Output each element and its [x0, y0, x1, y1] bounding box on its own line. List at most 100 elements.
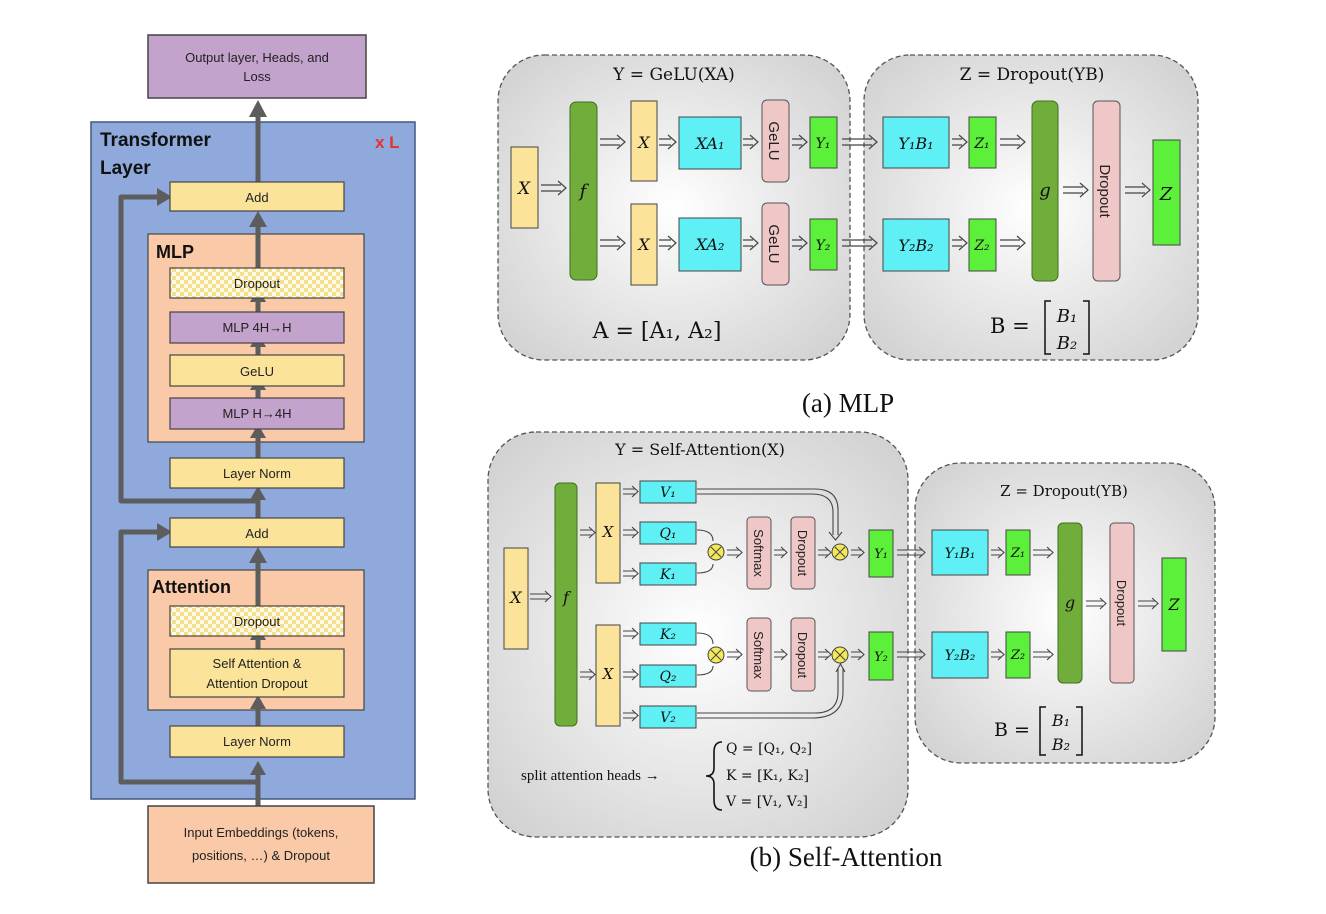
transformer-layer-title-line1: Transformer [100, 130, 211, 151]
attn-b-bracket-right [1076, 706, 1083, 756]
attn-y1-label: Y₁ [874, 547, 888, 562]
attn-y2 [868, 631, 894, 681]
gelu-box [169, 354, 345, 387]
attn-q2 [639, 664, 697, 688]
mlp-y1b1 [882, 116, 950, 169]
attn-multiply-v1 [831, 543, 849, 561]
attn-k2 [639, 622, 697, 646]
mlp-4h-h-box [169, 311, 345, 344]
arrowhead-add-bottom [249, 547, 267, 563]
mlp-block-title: MLP [156, 242, 194, 262]
layer-norm-top-box [169, 457, 345, 489]
mlp-dropout [1092, 100, 1121, 282]
attn-v2-route-head [835, 662, 846, 673]
attn-y1b1 [931, 529, 989, 576]
attn-v1-route-head [828, 531, 843, 541]
add-top-label: Add [245, 190, 268, 205]
mlp-y1 [809, 116, 838, 169]
mlp-b2: B₂ [1056, 333, 1077, 354]
attn-arrow-x1-q1 [623, 526, 639, 539]
attn-z2-label: Z₂ [1010, 648, 1025, 663]
mlp-x-input-label: X [516, 179, 531, 199]
attn-v2-label: V₂ [660, 710, 676, 726]
attn-y2b2 [931, 631, 989, 679]
mlp-arrow-gelu-y2 [792, 235, 808, 251]
mlp-arrow-x-f [541, 180, 567, 196]
mlp-z-output [1152, 139, 1181, 246]
transformer-layer-diagram: Output layer, Heads, and Loss Transforme… [90, 34, 416, 884]
attn-v2 [639, 705, 697, 729]
attn-softmax-2 [746, 617, 772, 692]
attn-x-input-label: X [508, 588, 522, 607]
attn-arrow-dropout-mul1 [818, 546, 832, 559]
attn-multiply-qk2 [707, 646, 725, 664]
attn-arrow-z2-g [1033, 648, 1054, 661]
attn-x-input [503, 547, 529, 650]
attn-f-label: f [562, 588, 572, 607]
attn-softmax-1 [746, 516, 772, 590]
attn-arrow-softmax-dropout2 [774, 648, 788, 661]
mlp-b-bracket-right [1083, 300, 1090, 355]
mlp-dropout-label: Dropout [234, 276, 281, 291]
attn-dropout-final-label: Dropout [1114, 580, 1129, 627]
output-layer-box [147, 34, 367, 99]
mlp-caption: (a) MLP [802, 388, 894, 418]
mlp-arrow-xa2-gelu [743, 235, 759, 251]
attn-dropout-1 [790, 516, 816, 590]
mlp-dropout-box [169, 267, 345, 299]
attn-arrow-f-x2 [580, 668, 596, 681]
attn-g-operator [1057, 522, 1083, 684]
self-attention-box [169, 648, 345, 698]
mlp-g-operator [1031, 100, 1059, 282]
mlp-y1-label: Y₁ [816, 136, 831, 152]
arrowhead-skip-bottom [157, 523, 172, 541]
attn-k1-label: K₁ [659, 567, 676, 583]
layer-norm-bottom-label: Layer Norm [223, 734, 291, 749]
mlp-f-operator [569, 101, 598, 281]
mlp-gelu-1 [761, 99, 790, 183]
mlp-h-4h-label: MLP H→4H [222, 406, 291, 421]
attn-softmax-2-label: Softmax [751, 631, 766, 679]
attn-f-operator [554, 482, 578, 727]
mlp-arrow-dropout-z [1125, 182, 1151, 198]
mlp-xa1 [678, 116, 742, 170]
attn-arrow-y2b2-z2 [991, 648, 1005, 661]
mlp-arrow-z2-g [1000, 235, 1026, 251]
attn-arrow-g-dropout [1086, 597, 1107, 610]
attn-arrow-dropout-z [1138, 597, 1159, 610]
mlp-arrow-gelu-y1 [792, 134, 808, 150]
arrowhead-norm-bottom [250, 761, 266, 775]
input-embeddings-box [147, 805, 375, 884]
mlp-z2 [968, 218, 997, 272]
attn-dropout-label: Dropout [234, 614, 281, 629]
attn-z-output [1161, 557, 1187, 652]
attn-g-label: g [1065, 593, 1075, 612]
attn-arrow-y1-y1b1 [897, 546, 926, 559]
attn-k1 [639, 562, 697, 586]
mlp-arrow-xa1-gelu [743, 134, 759, 150]
input-embeddings-label-line1: Input Embeddings (tokens, [184, 825, 339, 840]
attn-x2-label: X [602, 665, 615, 683]
add-bottom-box [169, 517, 345, 548]
mlp-4h-h-label: MLP 4H→H [222, 320, 291, 335]
mlp-z2-label: Z₂ [973, 238, 990, 254]
arrowhead-norm-top [250, 486, 266, 500]
input-embeddings-label-line2: positions, …) & Dropout [192, 848, 330, 863]
split-attention-heads-label: split attention heads → [521, 768, 660, 784]
mlp-arrow-z1-g [1000, 134, 1026, 150]
mlp-gelu-2-label: GeLU [765, 224, 782, 263]
mlp-xa1-label: XA₁ [694, 134, 725, 153]
attention-block-title: Attention [152, 577, 231, 597]
layer-norm-bottom-box [169, 725, 345, 758]
mlp-arrow-y1b1-z1 [952, 134, 968, 150]
add-top-box [169, 181, 345, 212]
attn-v2-route-outer [697, 668, 839, 714]
attn-multiply-v2 [831, 646, 849, 664]
split-heads-v: V = [V₁, V₂] [725, 794, 808, 810]
mlp-xa2-label: XA₂ [694, 235, 725, 254]
attn-multiply-qk1 [707, 543, 725, 561]
mlp-left-panel [497, 54, 851, 361]
arrowhead-output [249, 100, 267, 117]
attn-caption: (b) Self-Attention [750, 842, 943, 872]
attn-v1-route-outer [697, 488, 839, 535]
